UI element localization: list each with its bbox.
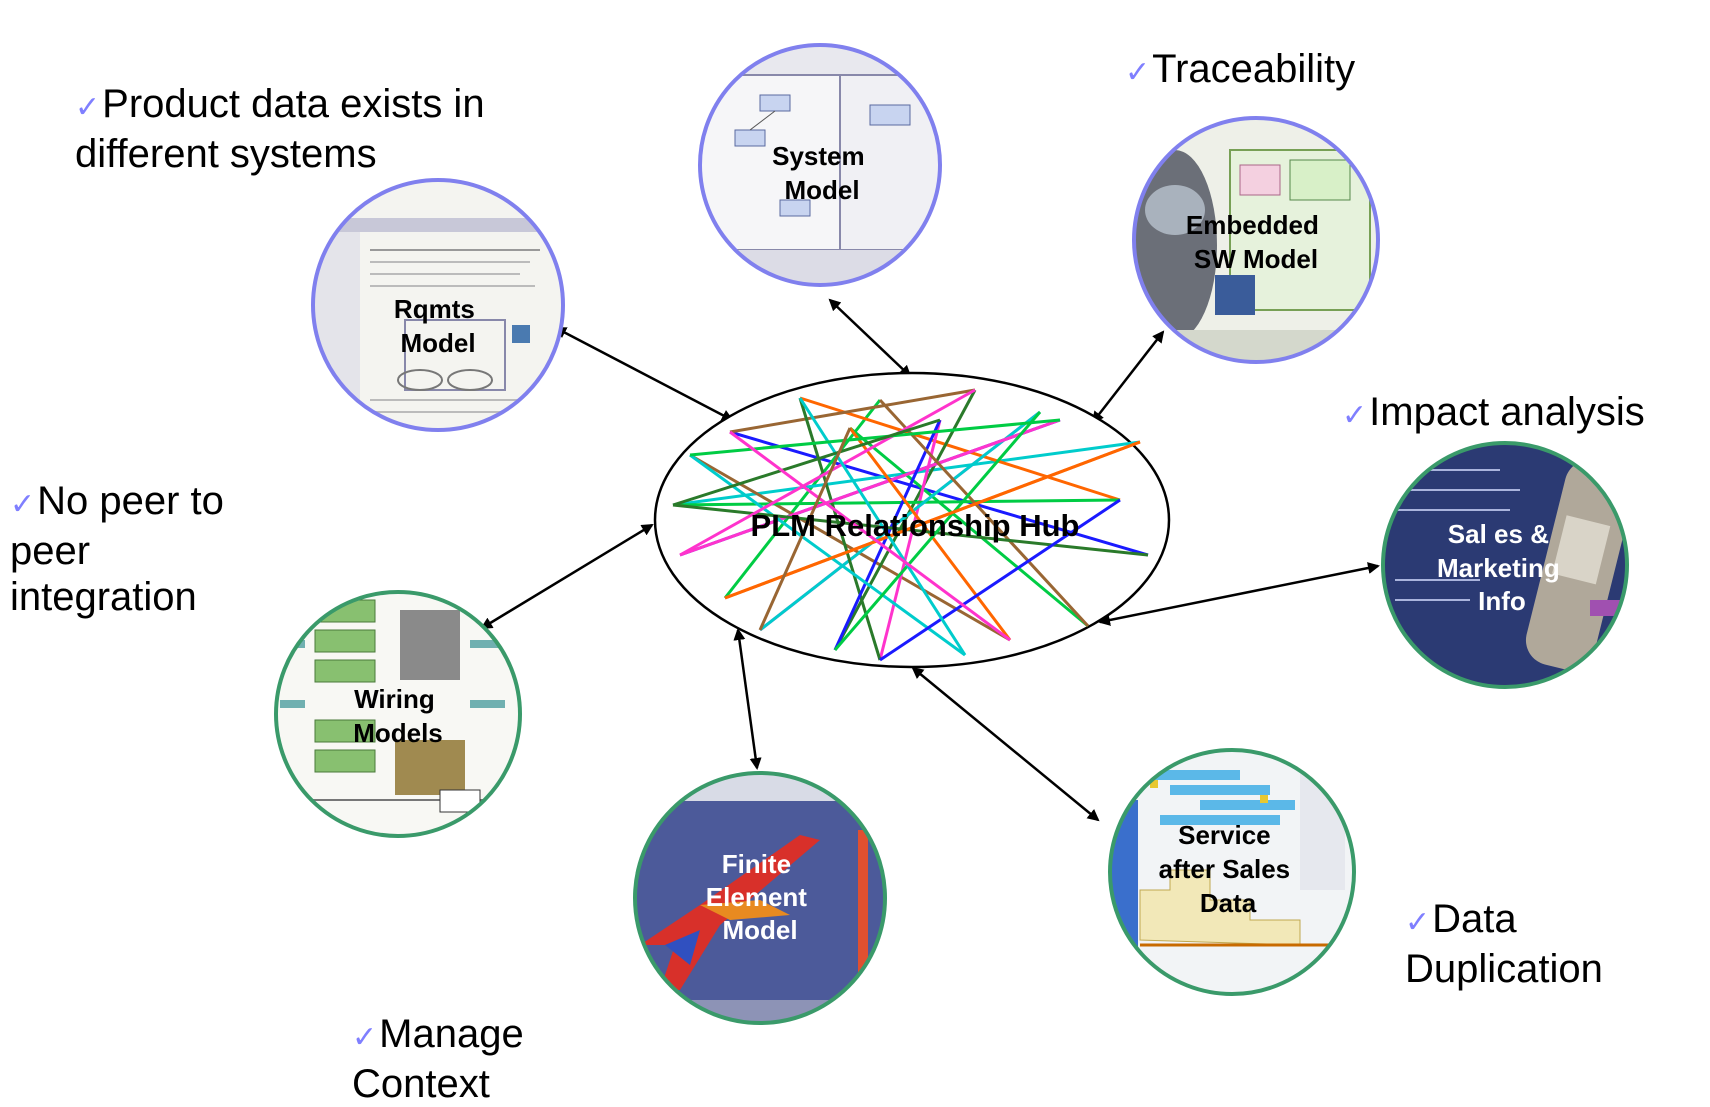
system-label: System Model xyxy=(772,141,872,205)
hub-link-line xyxy=(724,440,1141,600)
hub-link-line xyxy=(729,388,976,434)
diagram-canvas: PLM Relationship Hub Rqmts Model xyxy=(274,43,1639,1025)
checkmark-icon: ✓ xyxy=(10,488,36,521)
hub-link-line xyxy=(878,419,942,661)
arrow-embedded-hub xyxy=(1091,330,1165,424)
embedded-label-line: Embedded xyxy=(1186,210,1319,240)
sales-label-line: Info xyxy=(1478,586,1526,616)
callout-impact-analysis: ✓Impact analysis xyxy=(1342,343,1645,439)
callout-data-duplication: ✓Data Duplication xyxy=(1405,850,1603,992)
hub-link-line xyxy=(848,427,1012,641)
callout-text: Traceability xyxy=(1152,47,1356,91)
hub-link-line xyxy=(672,498,1121,507)
rqmts-screenshot xyxy=(313,180,563,430)
system-screenshot xyxy=(700,45,940,285)
sales-label: Sal es & Marketing Info xyxy=(1437,519,1567,616)
fem-label-line: Finite xyxy=(722,849,791,879)
rqmts-label-line: Model xyxy=(400,328,475,358)
hub-label: PLM Relationship Hub xyxy=(751,508,1080,543)
node-wiring-models[interactable]: Wiring Models xyxy=(274,590,522,838)
hub-link-line xyxy=(799,396,1121,502)
node-finite-element-model[interactable]: Finite Element Model xyxy=(633,771,887,1025)
callout-product-data: ✓Product data exists in different system… xyxy=(75,35,485,177)
system-label-line: System xyxy=(772,141,865,171)
node-sales-marketing-info[interactable]: Sal es & Marketing Info xyxy=(1381,441,1639,689)
hub-link-line xyxy=(672,418,941,507)
arrow-fem-hub xyxy=(733,628,762,770)
service-label-line: Data xyxy=(1200,888,1257,918)
checkmark-icon: ✓ xyxy=(1405,906,1431,939)
arrow-wiring-hub xyxy=(480,523,654,630)
node-rqmts-model[interactable]: Rqmts Model xyxy=(310,178,570,432)
sales-screenshot xyxy=(1383,443,1627,687)
node-embedded-sw-model[interactable]: Embedded SW Model xyxy=(1132,116,1380,365)
wiring-label: Wiring Models xyxy=(353,684,443,748)
fem-label-line: Model xyxy=(722,915,797,945)
sales-label-line: Sal es & xyxy=(1448,519,1549,549)
checkmark-icon: ✓ xyxy=(1342,399,1368,432)
hub-link-line xyxy=(833,389,977,651)
hub-link-line xyxy=(679,418,1061,557)
hub-link-line xyxy=(849,426,1089,628)
checkmark-icon: ✓ xyxy=(75,91,101,124)
hub-link-line xyxy=(729,430,1011,642)
node-service-after-sales[interactable]: Service after Sales Data xyxy=(1108,748,1356,996)
hub-link-line xyxy=(689,453,966,657)
checkmark-icon: ✓ xyxy=(352,1021,378,1054)
connectors xyxy=(480,298,1380,822)
callout-traceability: ✓Traceability xyxy=(1125,0,1355,96)
callout-text: Data Duplication xyxy=(1405,897,1603,991)
arrow-rqmts-hub xyxy=(554,326,734,422)
callout-text: Product data exists in different systems xyxy=(75,82,485,176)
fem-label: Finite Element Model xyxy=(706,849,814,945)
hub-link-line xyxy=(879,498,1121,662)
hub-link-line xyxy=(798,397,882,661)
node-system-model[interactable]: System Model xyxy=(698,43,942,287)
callout-text: Impact analysis xyxy=(1369,390,1645,434)
embedded-label-line: SW Model xyxy=(1194,244,1318,274)
callout-text: No peer to peer integration xyxy=(10,479,224,619)
service-label: Service after Sales Data xyxy=(1159,820,1298,918)
wiring-label-line: Models xyxy=(353,718,443,748)
rqmts-label-line: Rqmts xyxy=(394,294,475,324)
embedded-label: Embedded SW Model xyxy=(1186,210,1326,274)
hub-link-line xyxy=(729,430,1149,557)
hub-link-line xyxy=(878,398,1090,628)
checkmark-icon: ✓ xyxy=(1125,56,1151,89)
wiring-label-line: Wiring xyxy=(354,684,435,714)
arrow-system-hub xyxy=(828,298,912,378)
arrow-sales-hub xyxy=(1098,562,1380,626)
hub-link-line xyxy=(758,427,852,631)
hub-relationship-lines xyxy=(672,388,1149,662)
callout-manage-context: ✓Manage Context xyxy=(352,965,524,1107)
rqmts-label: Rqmts Model xyxy=(394,294,482,358)
system-label-line: Model xyxy=(784,175,859,205)
service-label-line: after Sales xyxy=(1159,854,1291,884)
hub-link-line xyxy=(759,410,1041,632)
callout-text: Manage Context xyxy=(352,1012,524,1106)
hub-link-line xyxy=(679,388,976,557)
arrow-service-hub xyxy=(911,666,1100,822)
service-label-line: Service xyxy=(1178,820,1271,850)
hub-link-line xyxy=(833,411,1042,651)
wiring-screenshot xyxy=(276,592,520,836)
callout-no-peer: ✓No peer to peer integration xyxy=(10,432,224,620)
fem-label-line: Element xyxy=(706,882,807,912)
plm-hub: PLM Relationship Hub xyxy=(653,371,1171,669)
sales-label-line: Marketing xyxy=(1437,553,1560,583)
